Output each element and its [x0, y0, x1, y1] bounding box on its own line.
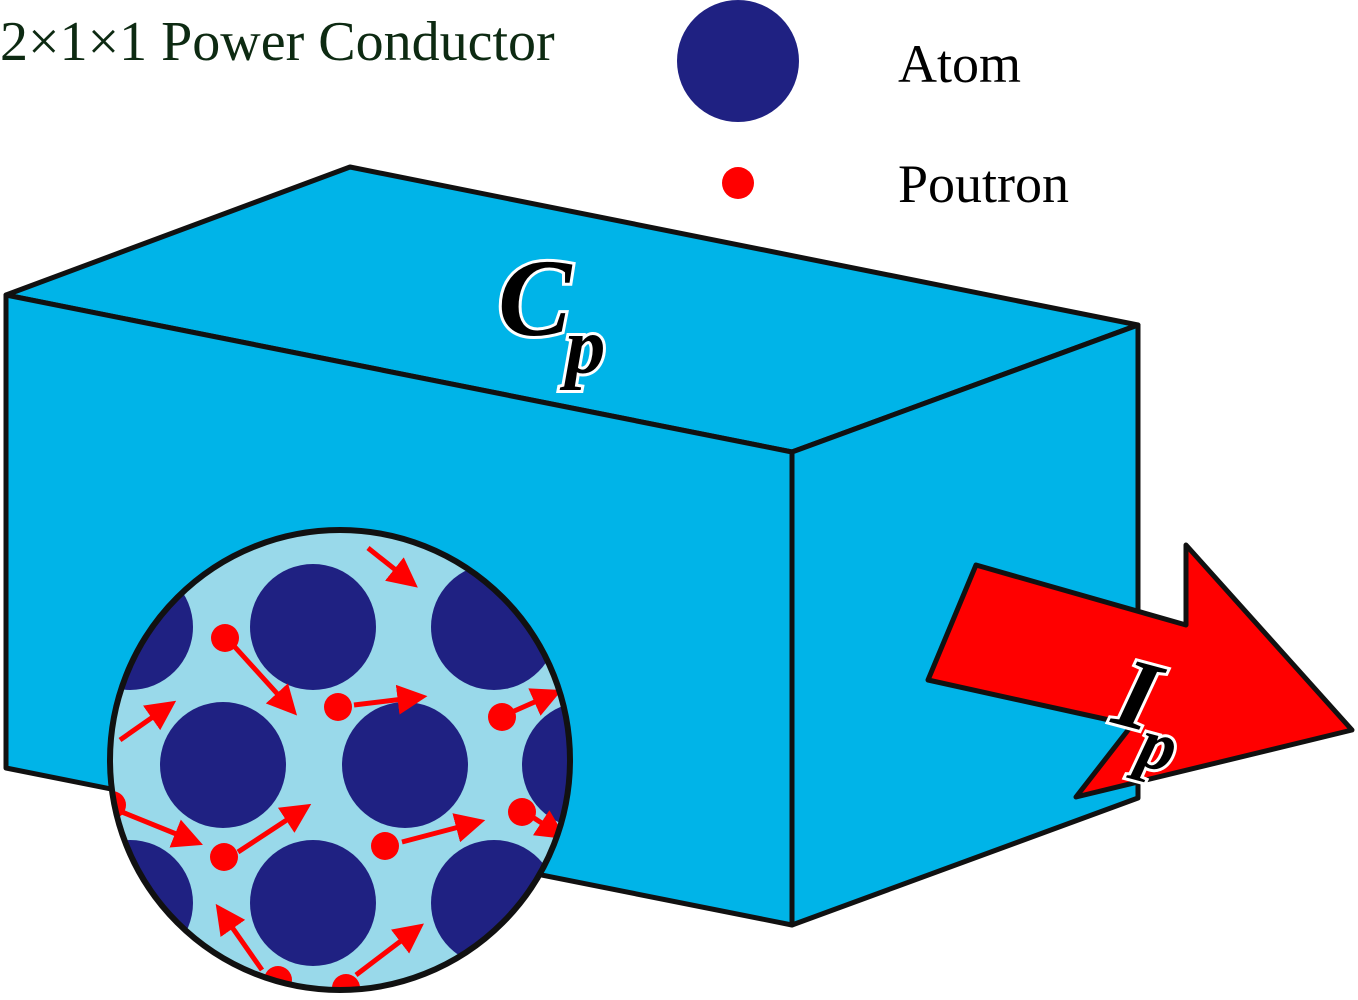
lattice-atom	[250, 564, 376, 690]
lattice-atom	[250, 840, 376, 966]
poutron-motion-arrow	[510, 688, 562, 716]
poutron-motion-arrow	[215, 903, 265, 972]
lattice-atom	[160, 702, 286, 828]
lattice-atom	[522, 702, 570, 828]
legend: Atom Poutron	[677, 0, 1069, 214]
poutron-motion-arrow	[121, 809, 203, 848]
poutron-motion-arrow	[366, 546, 418, 588]
poutron-particle	[371, 832, 399, 860]
poutron-particle	[210, 843, 238, 871]
legend-poutron-label: Poutron	[898, 154, 1069, 214]
poutron-flow	[118, 546, 567, 977]
legend-poutron-icon	[722, 167, 754, 199]
poutron-particle	[211, 624, 239, 652]
current-arrow: Ip	[925, 542, 1355, 800]
poutron-motion-arrow	[353, 684, 428, 715]
conductor-label: Cp	[498, 237, 605, 391]
lattice-atom	[342, 702, 468, 828]
lattice-atom	[431, 840, 557, 966]
poutron-motion-arrow	[401, 813, 486, 845]
poutron-motion-arrow	[354, 923, 424, 977]
poutron-particle	[508, 798, 536, 826]
conductor-label-main: C	[498, 237, 573, 359]
lattice-zoom-border	[107, 527, 573, 993]
legend-atom-label: Atom	[898, 34, 1021, 94]
poutron-motion-arrow	[236, 803, 312, 855]
poutron-motion-arrow	[232, 644, 298, 716]
poutron-particle	[488, 703, 516, 731]
current-arrow-shape	[925, 542, 1355, 800]
poutron-particle	[324, 693, 352, 721]
conductor-label-sub: p	[559, 303, 605, 391]
diagram-title: 2×1×1 Power Conductor	[0, 11, 555, 73]
legend-atom-icon	[677, 0, 799, 122]
poutron-motion-arrow	[118, 700, 177, 743]
poutron-particles	[110, 624, 536, 990]
